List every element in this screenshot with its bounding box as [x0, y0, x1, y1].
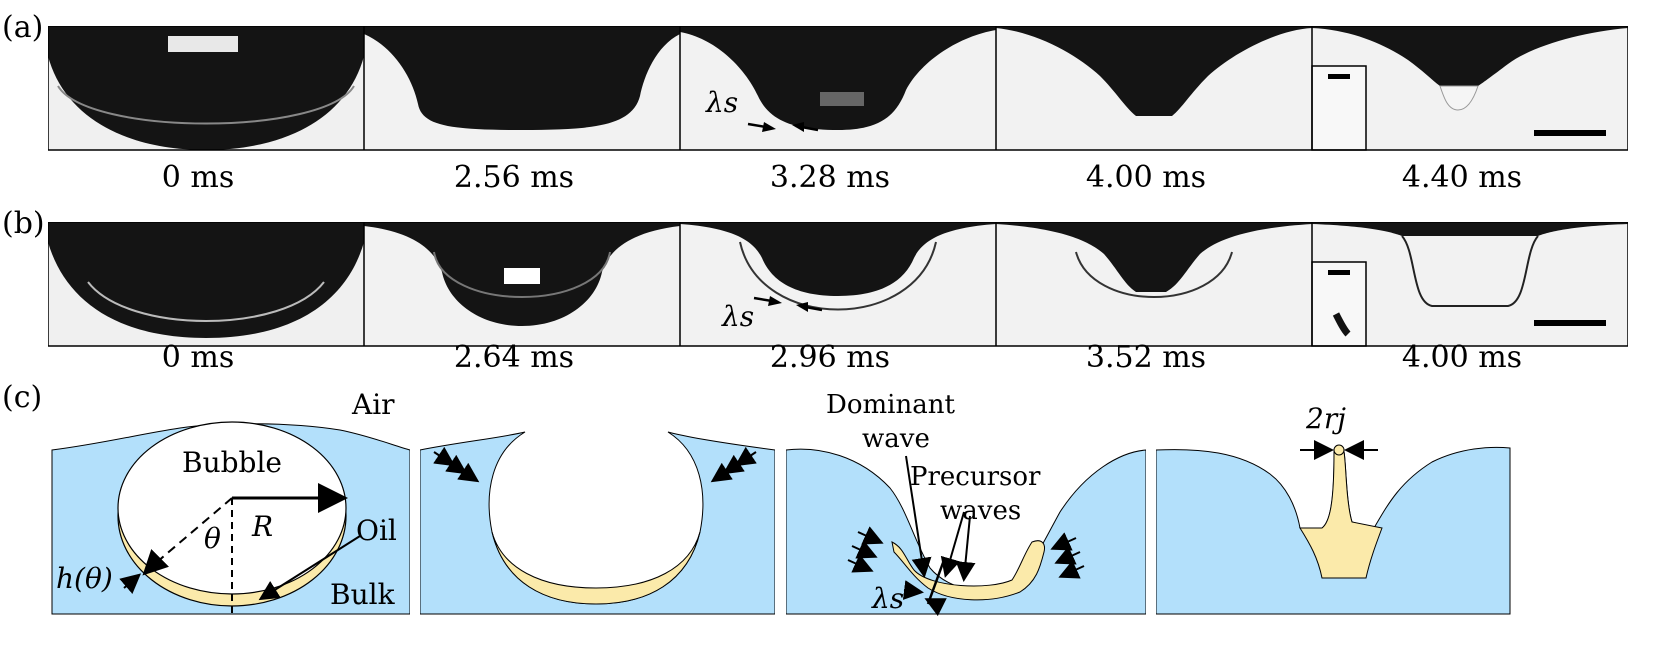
time-b2: 2.64 ms	[453, 340, 575, 375]
label-bulk: Bulk	[330, 578, 395, 611]
schematic-4	[1155, 440, 1511, 615]
time-b4: 3.52 ms	[1085, 340, 1207, 375]
label-oil: Oil	[356, 514, 397, 547]
label-precursor: Precursor	[910, 462, 1041, 492]
lambda-label-b: λs	[722, 300, 755, 333]
frame-a5	[1311, 26, 1628, 151]
frame-b3	[680, 222, 996, 346]
label-lambda-c: λs	[872, 582, 905, 615]
schematic-1	[51, 421, 411, 615]
lambda-arrows-a	[747, 122, 819, 132]
time-b3: 2.96 ms	[769, 340, 891, 375]
label-air: Air	[352, 388, 395, 421]
schematic-3	[785, 448, 1147, 617]
label-theta: θ	[204, 522, 221, 555]
panel-b-label: (b)	[2, 206, 45, 241]
panel-c-label: (c)	[2, 380, 43, 415]
time-a4: 4.00 ms	[1085, 160, 1207, 195]
panel-b-photo-strip	[48, 222, 1628, 347]
lambda-arrows-b	[753, 296, 823, 312]
label-wave: wave	[862, 424, 930, 454]
label-waves: waves	[940, 496, 1022, 526]
panel-a-photo-strip	[48, 26, 1628, 151]
frame-a1	[48, 26, 364, 150]
frame-b5	[1311, 222, 1628, 347]
time-a5: 4.40 ms	[1401, 160, 1523, 195]
time-b1: 0 ms	[161, 340, 235, 375]
schematic-diagram	[51, 421, 1511, 622]
label-radius: R	[252, 510, 274, 543]
time-a1: 0 ms	[161, 160, 235, 195]
frame-b4	[996, 222, 1312, 346]
frame-a2	[364, 26, 680, 150]
panel-a-label: (a)	[2, 10, 44, 45]
frame-a3	[680, 26, 996, 150]
frame-a4	[996, 26, 1312, 150]
label-thickness: h(θ)	[56, 562, 113, 595]
frame-b1	[48, 222, 364, 346]
label-dominant: Dominant	[826, 390, 955, 420]
time-a3: 3.28 ms	[769, 160, 891, 195]
schematic-2	[419, 431, 776, 615]
time-b5: 4.00 ms	[1401, 340, 1523, 375]
frame-b2	[364, 222, 680, 346]
label-jet-radius: 2rj	[1306, 402, 1346, 435]
lambda-label-a: λs	[706, 86, 739, 119]
time-a2: 2.56 ms	[453, 160, 575, 195]
label-bubble: Bubble	[182, 446, 282, 479]
